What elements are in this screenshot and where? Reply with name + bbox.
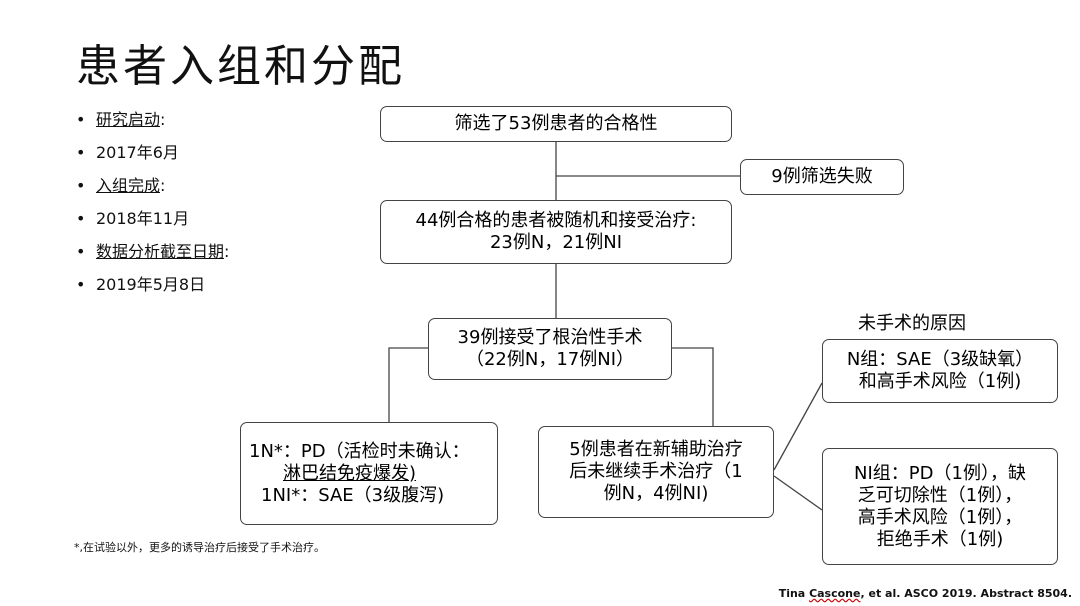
connector-surgery-to-no-surgery: [672, 347, 714, 426]
n-reason-box: N组：SAE（3级缺氧） 和高手术风险（1例): [822, 339, 1058, 403]
screen-fail-box: 9例筛选失败: [740, 159, 904, 195]
timeline-value: 2017年6月: [96, 143, 179, 162]
timeline-label: 入组完成: [96, 176, 161, 195]
bullet-icon: •: [76, 110, 86, 129]
timeline-item-study-start-date: • 2017年6月: [74, 139, 229, 172]
ni-reason-box: NI组：PD（1例），缺 乏可切除性（1例）， 高手术风险（1例）， 拒绝手术（…: [822, 448, 1058, 565]
pd-sae-box: 1N*：PD（活检时未确认： 淋巴结免疫爆发) 1NI*：SAE（3级腹泻): [240, 422, 498, 525]
bullet-icon: •: [76, 242, 86, 261]
connector-to-n-reason: [773, 382, 823, 471]
no-surgery-box: 5例患者在新辅助治疗 后未继续手术治疗（1 例N，4例NI): [538, 426, 774, 518]
page-title: 患者入组和分配: [76, 41, 405, 92]
surgery-box: 39例接受了根治性手术 （22例N，17例NI）: [428, 318, 672, 380]
reason-title: 未手术的原因: [858, 313, 966, 334]
connector-surgery-to-pd: [388, 347, 428, 422]
timeline-item-data-cutoff: • 数据分析截至日期:: [74, 238, 229, 271]
bullet-icon: •: [76, 209, 86, 228]
bullet-icon: •: [76, 275, 86, 294]
connector-to-ni-reason: [773, 475, 823, 511]
bullet-icon: •: [76, 176, 86, 195]
timeline-label: 数据分析截至日期: [96, 242, 225, 261]
timeline-item-study-start: • 研究启动:: [74, 106, 229, 139]
bullet-icon: •: [76, 143, 86, 162]
citation: Tina Cascone, et al. ASCO 2019. Abstract…: [778, 587, 1072, 600]
timeline-item-enrollment-date: • 2018年11月: [74, 205, 229, 238]
screened-box: 筛选了53例患者的合格性: [380, 106, 732, 142]
timeline-list: • 研究启动: • 2017年6月 • 入组完成: • 2018年11月 • 数…: [74, 106, 229, 304]
randomized-box: 44例合格的患者被随机和接受治疗: 23例N，21例NI: [380, 200, 732, 264]
timeline-item-data-cutoff-date: • 2019年5月8日: [74, 271, 229, 304]
timeline-value: 2018年11月: [96, 209, 190, 228]
timeline-value: 2019年5月8日: [96, 275, 206, 294]
timeline-item-enrollment-complete: • 入组完成:: [74, 172, 229, 205]
timeline-label: 研究启动: [96, 110, 161, 129]
footnote: *,在试验以外，更多的诱导治疗后接受了手术治疗。: [74, 541, 325, 554]
